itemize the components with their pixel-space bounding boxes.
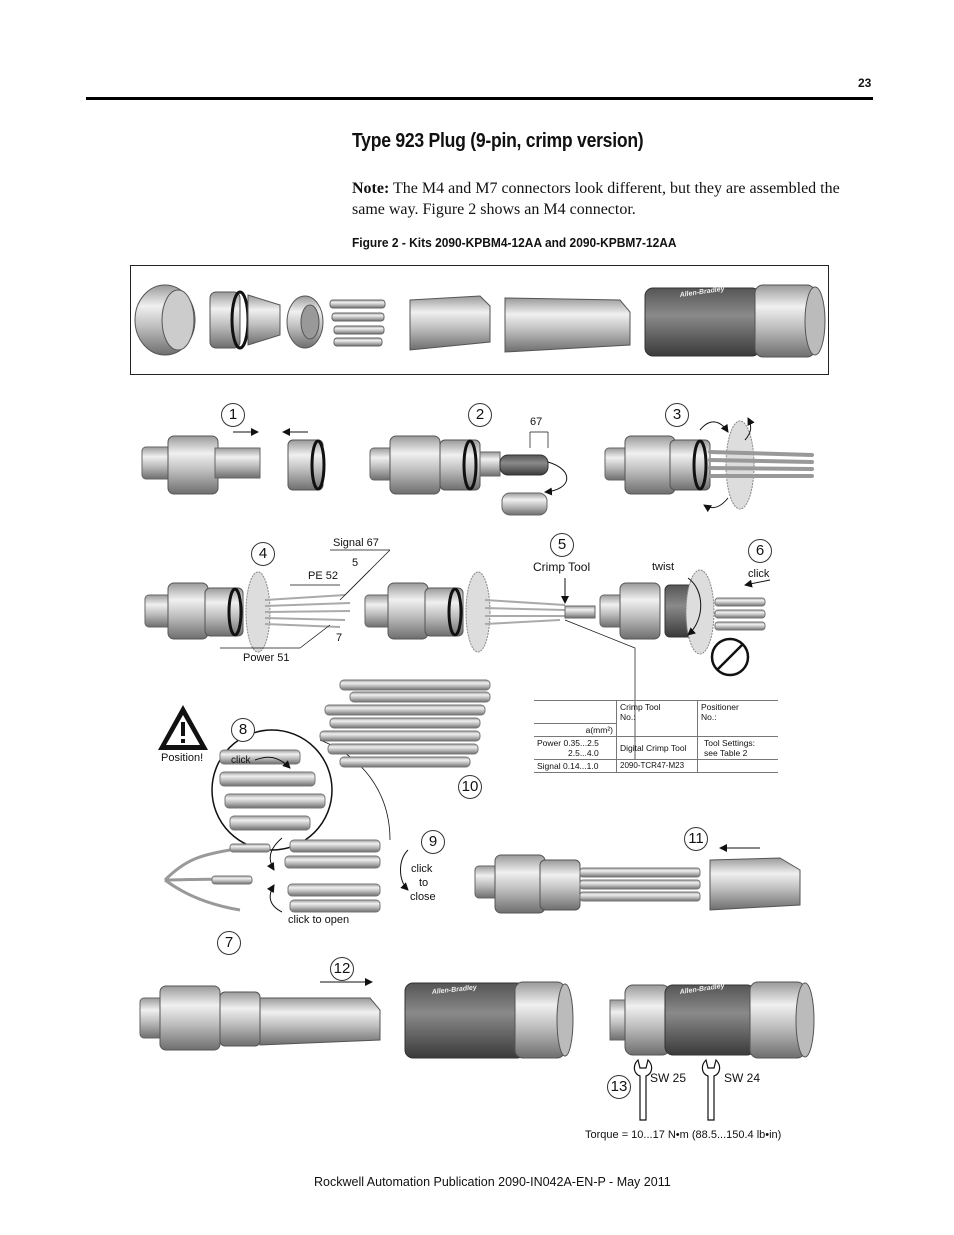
crimp-tool-header: Crimp Tool	[620, 702, 661, 712]
crimp-tool-number: 2090-TCR47-M23	[616, 758, 698, 773]
step-10-number: 10	[458, 775, 482, 799]
step-13-drawing	[609, 981, 815, 1059]
step-12-number: 12	[330, 957, 354, 981]
step-4-number: 4	[251, 542, 275, 566]
step-12-brand-logo: Allen-Bradley	[430, 984, 478, 996]
crimp-tool-no-header: No.:	[620, 712, 636, 722]
warning-icon	[158, 705, 208, 750]
step-3-drawing	[604, 417, 814, 513]
step-8-magnifier	[211, 729, 391, 851]
step-11-number: 11	[684, 827, 708, 851]
crimp-tool-name: Digital Crimp Tool	[616, 735, 698, 759]
sw25-label: SW 25	[650, 1071, 687, 1085]
wrench-icon	[701, 1058, 721, 1121]
area-header: a(mm²)	[534, 722, 617, 736]
step-9-number: 9	[421, 830, 445, 854]
tool-settings-label: Tool Settings:	[704, 737, 756, 748]
positioner-header: Positioner	[701, 702, 739, 712]
step-8-number: 8	[231, 718, 255, 742]
step-2-drawing	[369, 431, 568, 516]
kit-parts	[134, 284, 826, 358]
torque-spec: Torque = 10...17 N•m (88.5...150.4 lb•in…	[585, 1129, 782, 1141]
signal-row-label: Signal	[537, 760, 561, 771]
step-1-drawing	[141, 428, 326, 495]
pe-52-label: PE 52	[308, 570, 338, 582]
dimension-7-label: 7	[336, 632, 343, 644]
signal-range: 0.14...1.0	[563, 760, 599, 771]
step-2-number: 2	[468, 403, 492, 427]
publication-footer: Rockwell Automation Publication 2090-IN0…	[314, 1175, 671, 1189]
wrench-icon	[633, 1058, 653, 1121]
tool-settings-ref: see Table 2	[704, 747, 748, 758]
crimp-tool-label: Crimp Tool	[533, 560, 591, 574]
positioner-no-header: No.:	[701, 712, 717, 722]
power-range-2: 2.5...4.0	[568, 747, 599, 758]
step-11-drawing	[474, 844, 801, 914]
sw24-label: SW 24	[724, 1071, 761, 1085]
step-5-number: 5	[550, 533, 574, 557]
to-label-step9: to	[419, 877, 429, 889]
click-label-step8: click	[231, 755, 251, 766]
header-rule	[86, 97, 873, 100]
position-warning-label: Position!	[161, 752, 204, 764]
close-label-step9: close	[410, 891, 436, 903]
note-label: Note:	[352, 180, 390, 197]
step-13-number: 13	[607, 1075, 631, 1099]
note-text: The M4 and M7 connectors look different,…	[352, 180, 840, 218]
note-paragraph: Note: The M4 and M7 connectors look diff…	[352, 178, 852, 220]
page-number: 23	[858, 76, 872, 90]
dimension-5-label: 5	[352, 557, 359, 569]
power-range-1: 0.35...2.5	[563, 737, 599, 748]
click-to-open-label: click to open	[288, 914, 350, 926]
step-5-drawing	[364, 571, 636, 760]
step-7-9-drawing	[163, 837, 409, 913]
step-4-drawing	[144, 549, 391, 653]
power-51-label: Power 51	[243, 652, 290, 664]
click-label-step9: click	[411, 863, 433, 875]
section-title: Type 923 Plug (9-pin, crimp version)	[352, 130, 644, 152]
step-1-number: 1	[221, 403, 245, 427]
dimension-67-label: 67	[530, 416, 543, 428]
step-12-drawing	[139, 978, 574, 1059]
step-6-number: 6	[748, 539, 772, 563]
click-label-step6: click	[748, 568, 770, 580]
twist-label: twist	[652, 561, 674, 573]
step-10-drawing	[319, 679, 491, 768]
step-7-number: 7	[217, 931, 241, 955]
step-6-drawing	[599, 569, 771, 677]
figure-caption: Figure 2 - Kits 2090-KPBM4-12AA and 2090…	[352, 235, 677, 250]
power-row-label: Power	[537, 737, 562, 748]
kit-parts-box	[130, 265, 829, 375]
step-3-number: 3	[665, 403, 689, 427]
signal-67-label: Signal 67	[333, 537, 379, 549]
